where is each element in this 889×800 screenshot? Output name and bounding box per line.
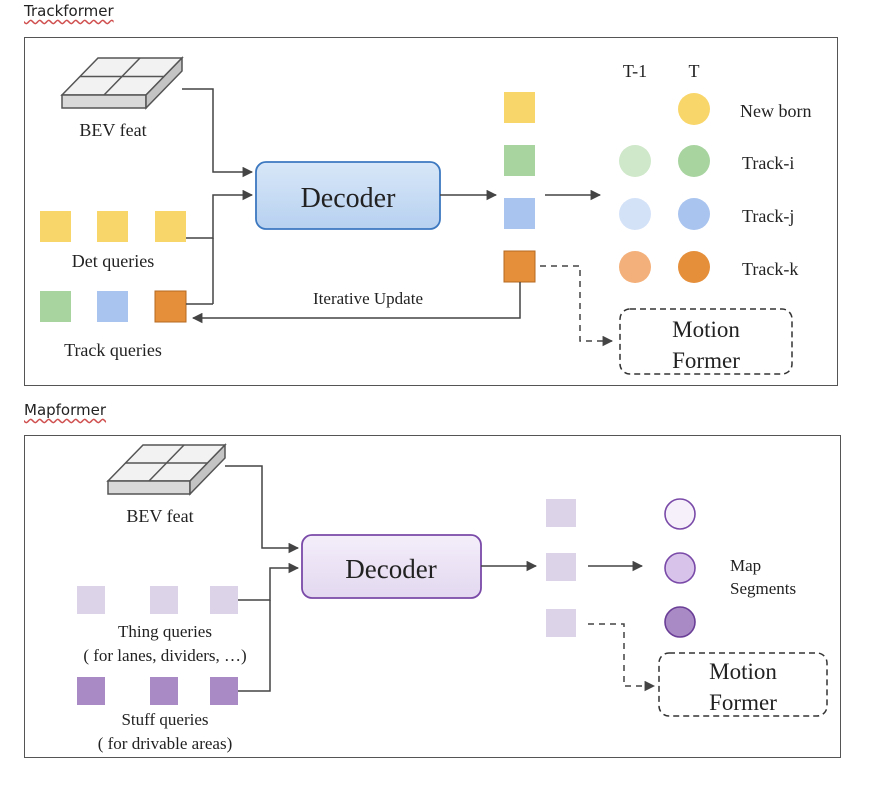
map-segment-circle xyxy=(664,606,696,638)
thing-query-square xyxy=(77,586,105,614)
stuff-query-square xyxy=(77,677,105,705)
output-square xyxy=(504,145,535,176)
iterative-update-label: Iterative Update xyxy=(313,289,423,308)
map-motion-former-label-line1: Motion xyxy=(709,659,777,684)
bev-to-decoder-arrow xyxy=(182,88,254,178)
row-label-new-born: New born xyxy=(740,101,811,121)
col-curr-label: T xyxy=(689,61,700,81)
track-query-square xyxy=(154,290,187,323)
track-queries-label: Track queries xyxy=(64,340,162,360)
row-label-track-k: Track-k xyxy=(742,259,798,279)
stuff-queries-label-line1: Stuff queries xyxy=(121,710,208,729)
map-output-square xyxy=(546,499,576,527)
output-square xyxy=(504,92,535,123)
decoder-label: Decoder xyxy=(301,183,397,214)
thing-queries-label-line2: ( for lanes, dividers, …) xyxy=(83,646,246,665)
map-segment-circle xyxy=(664,498,696,530)
row-label-track-i: Track-i xyxy=(742,153,794,173)
track-circle-current xyxy=(678,251,710,283)
iterative-update-arrow xyxy=(191,282,521,324)
output-square xyxy=(503,250,536,283)
map-motion-former-label-line2: Former xyxy=(709,690,777,715)
bev-grid-icon xyxy=(60,56,184,110)
map-output-square xyxy=(546,609,576,637)
bev-grid-icon xyxy=(106,443,227,496)
map-decoder-label: Decoder xyxy=(345,554,436,584)
track-circle-current xyxy=(678,93,710,125)
row-label-track-j: Track-j xyxy=(742,206,794,226)
track-circle-current xyxy=(678,145,710,177)
trackformer-title: Trackformer xyxy=(24,2,114,20)
det-query-square xyxy=(40,211,71,242)
thing-query-square xyxy=(210,586,238,614)
stuff-query-square xyxy=(150,677,178,705)
to-motion-former-arrow xyxy=(540,265,614,347)
motion-former-box xyxy=(619,308,793,375)
track-circle-previous xyxy=(619,145,651,177)
queries-to-decoder-arrow xyxy=(186,189,254,239)
det-queries-label: Det queries xyxy=(72,251,154,271)
stuff-query-square xyxy=(210,677,238,705)
track-circle-previous xyxy=(619,251,651,283)
stuff-queries-label-line2: ( for drivable areas) xyxy=(98,734,233,753)
thing-queries-label-line1: Thing queries xyxy=(118,622,212,641)
map-segments-label-line1: Map xyxy=(730,556,761,575)
map-motion-former-box xyxy=(658,652,828,717)
mapformer-title: Mapformer xyxy=(24,401,107,419)
bev-feat-label: BEV feat xyxy=(79,120,146,140)
map-segments-label-line2: Segments xyxy=(730,579,796,598)
map-bev-to-decoder-arrow xyxy=(225,465,300,554)
track-query-square xyxy=(40,291,71,322)
map-bev-feat-label: BEV feat xyxy=(126,506,193,526)
track-circle-previous xyxy=(619,198,651,230)
stuff-queries-connector xyxy=(238,600,271,692)
track-circle-current xyxy=(678,198,710,230)
map-queries-to-decoder-arrow xyxy=(238,562,300,601)
det-query-square xyxy=(97,211,128,242)
output-square xyxy=(504,198,535,229)
track-query-square xyxy=(97,291,128,322)
motion-former-label-line1: Motion xyxy=(672,317,740,342)
thing-query-square xyxy=(150,586,178,614)
map-output-square xyxy=(546,553,576,581)
det-query-square xyxy=(155,211,186,242)
map-to-motion-former-arrow xyxy=(588,623,656,692)
map-segment-circle xyxy=(664,552,696,584)
col-prev-label: T-1 xyxy=(623,61,647,81)
motion-former-label-line2: Former xyxy=(672,348,740,373)
